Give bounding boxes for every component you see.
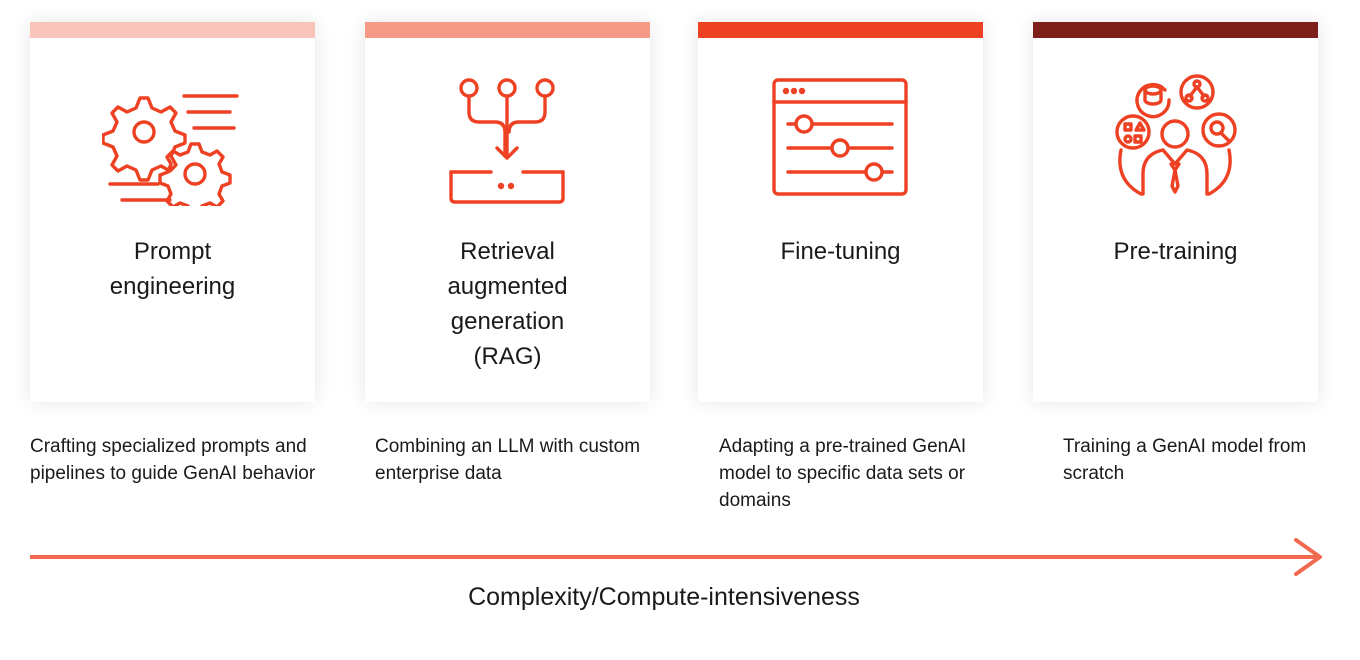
- card-title: Prompt engineering: [109, 238, 236, 300]
- card-rag: Retrieval augmented generation (RAG): [365, 22, 650, 402]
- card-description: Adapting a pre-trained GenAI model to sp…: [719, 436, 967, 511]
- card-title: Retrieval augmented generation (RAG): [447, 238, 568, 370]
- card-fine-tuning: Fine-tuning: [698, 22, 983, 402]
- card-color-bar: [1033, 22, 1318, 38]
- gears-icon: [102, 94, 239, 206]
- axis-label: Complexity/Compute-intensiveness: [468, 583, 860, 611]
- sliders-window-icon: [772, 78, 908, 196]
- card-title: Fine-tuning: [780, 238, 901, 265]
- card-color-bar: [365, 22, 650, 38]
- complexity-axis-line: [30, 555, 1320, 559]
- arrow-right-icon: [1294, 538, 1322, 576]
- card-prompt-engineering: Prompt engineering: [30, 22, 315, 402]
- person-skills-icon: [1115, 74, 1237, 196]
- card-color-bar: [30, 22, 315, 38]
- card-description: Crafting specialized prompts and pipelin…: [30, 436, 316, 484]
- card-color-bar: [698, 22, 983, 38]
- card-description: Combining an LLM with custom enterprise …: [375, 436, 641, 484]
- card-description: Training a GenAI model from scratch: [1063, 436, 1307, 484]
- retrieval-icon: [449, 78, 565, 204]
- card-title: Pre-training: [1113, 238, 1238, 265]
- card-pre-training: Pre-training: [1033, 22, 1318, 402]
